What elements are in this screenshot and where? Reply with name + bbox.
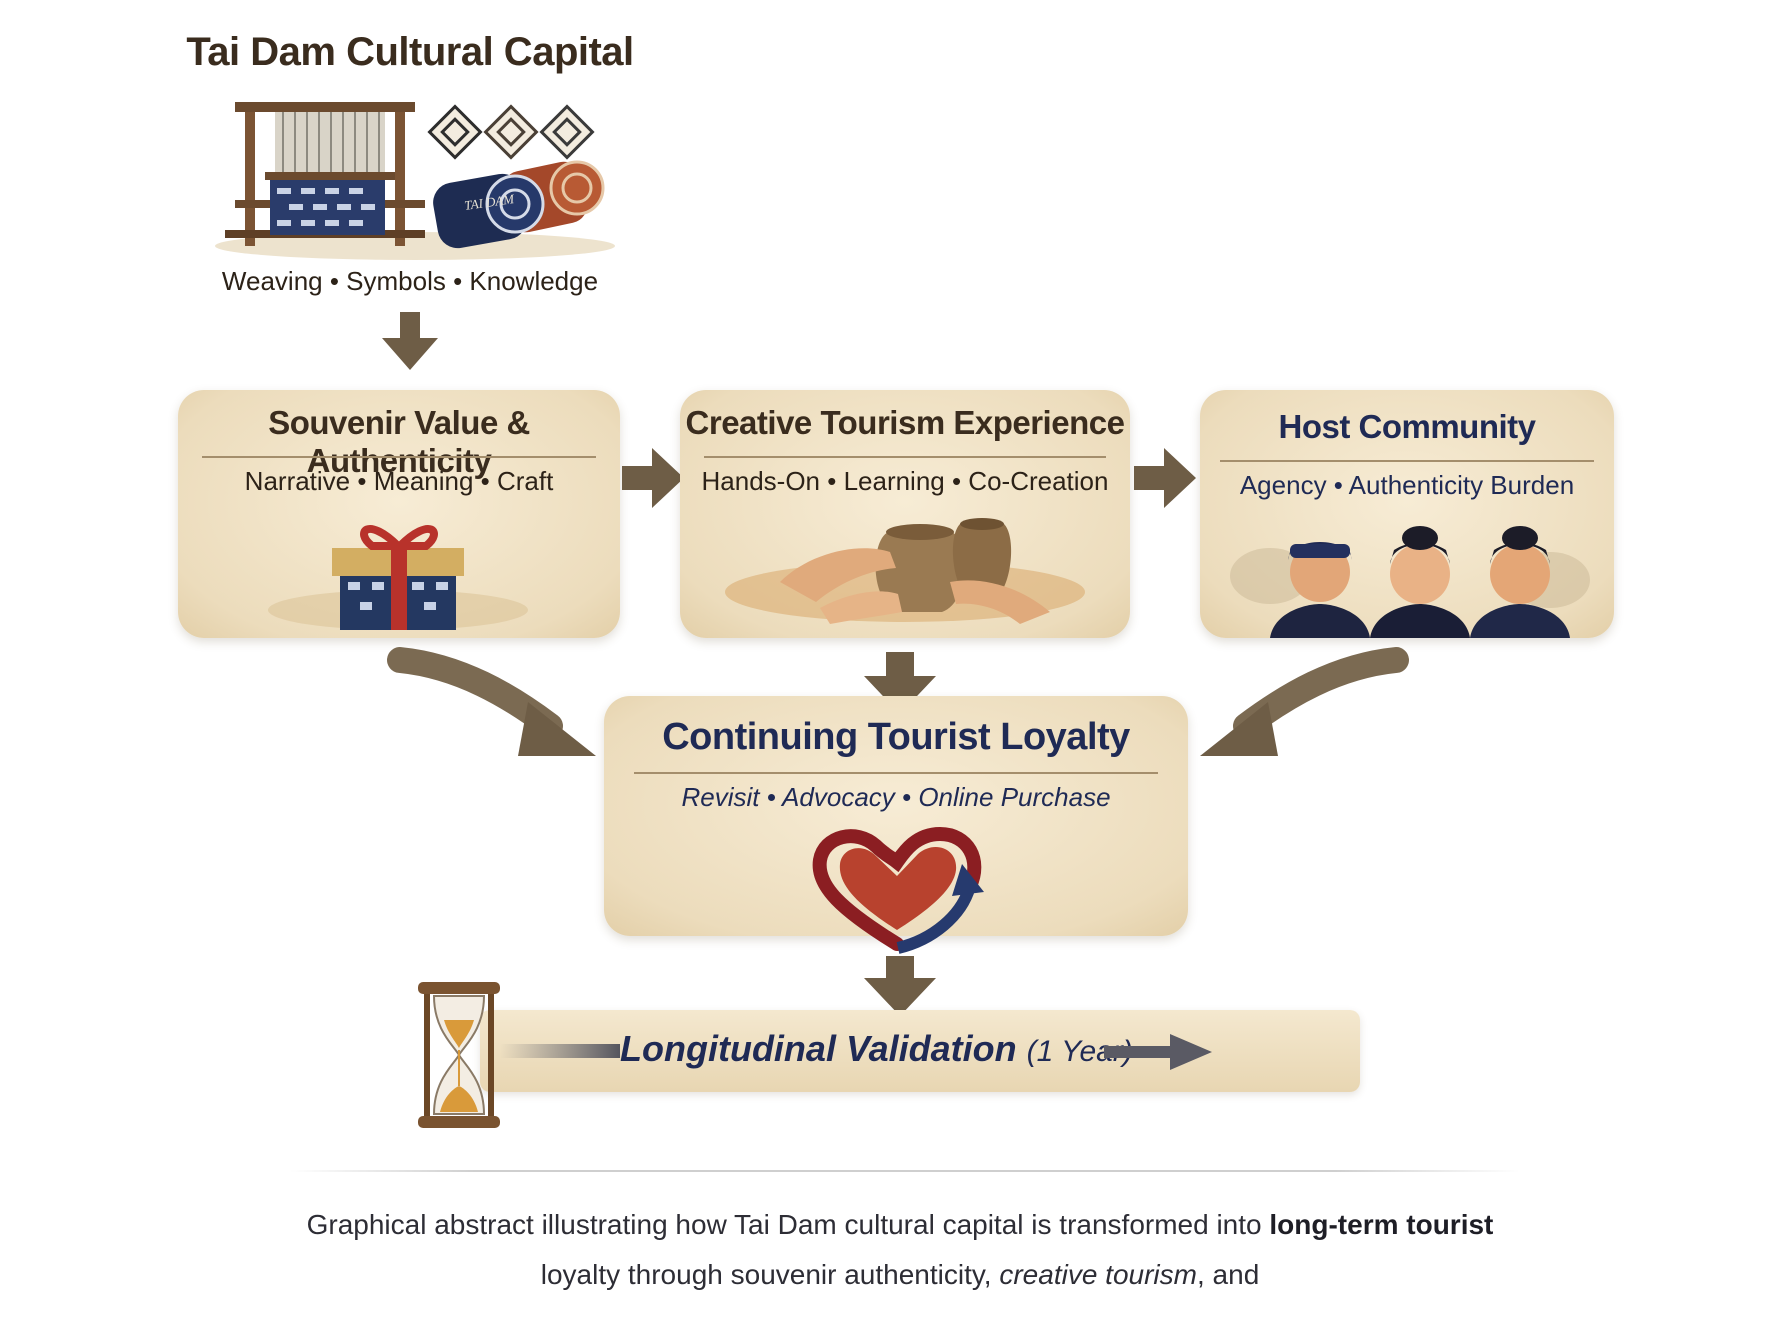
arrow-down-icon [864,956,936,1016]
pottery-hands-icon [725,518,1085,624]
heart-loop-icon [812,826,984,954]
diamond-symbol-icons [427,104,595,160]
arrow-right-icon [622,448,684,508]
loom-illustration: TAI DAM [215,102,615,260]
gift-box-icon [268,525,528,630]
caption-divider [290,1170,1520,1172]
band-left-streak [500,1044,620,1058]
host-title: Host Community [1278,408,1537,445]
host-rule [1220,460,1594,462]
band-arrow-right-icon [1104,1034,1212,1070]
souvenir-subtitle: Narrative • Meaning • Craft [244,466,554,496]
souvenir-card: Souvenir Value & Authenticity Narrative … [178,390,620,638]
caption-part3: , and [1196,1259,1260,1290]
fabric-rolls [433,160,605,249]
creative-subtitle: Hands-On • Learning • Co-Creation [701,466,1109,496]
community-people-icon [1230,526,1590,638]
arrow-down-icon [382,312,438,370]
caption-part2: loyalty through souvenir authenticity, [540,1259,1000,1290]
cultural-capital-title: Tai Dam Cultural Capital [186,30,634,74]
hourglass-icon [418,982,500,1128]
creative-card: Creative Tourism Experience Hands-On • L… [680,390,1130,638]
cultural-capital-subtitle: Weaving • Symbols • Knowledge [221,266,599,296]
figure-caption: Graphical abstract illustrating how Tai … [300,1200,1500,1300]
curved-arrow-left-icon [387,647,596,756]
fabric-label: TAI DAM [463,191,516,213]
loyalty-subtitle: Revisit • Advocacy • Online Purchase [681,782,1111,812]
curved-arrow-right-icon [1200,647,1409,756]
longitudinal-label: Longitudinal Validation (1 Year) [620,1028,1133,1070]
arrow-down-icon [864,652,936,714]
souvenir-title: Souvenir Value & Authenticity [268,404,530,479]
loyalty-title: Continuing Tourist Loyalty [662,716,1130,758]
caption-part1: Graphical abstract illustrating how Tai … [306,1209,1270,1240]
caption-italic: creative tourism [999,1259,1197,1290]
loyalty-rule [634,772,1158,774]
host-subtitle: Agency • Authenticity Burden [1239,470,1575,500]
longitudinal-label-text: Longitudinal Validation [620,1028,1017,1069]
longitudinal-band [480,1010,1360,1092]
host-card: Host Community Agency • Authenticity Bur… [1200,390,1614,638]
arrow-right-icon [1134,448,1196,508]
creative-title: Creative Tourism Experience [685,404,1125,441]
caption-bold: long-term tourist [1269,1209,1494,1240]
creative-rule [704,456,1106,458]
souvenir-rule [202,456,596,458]
